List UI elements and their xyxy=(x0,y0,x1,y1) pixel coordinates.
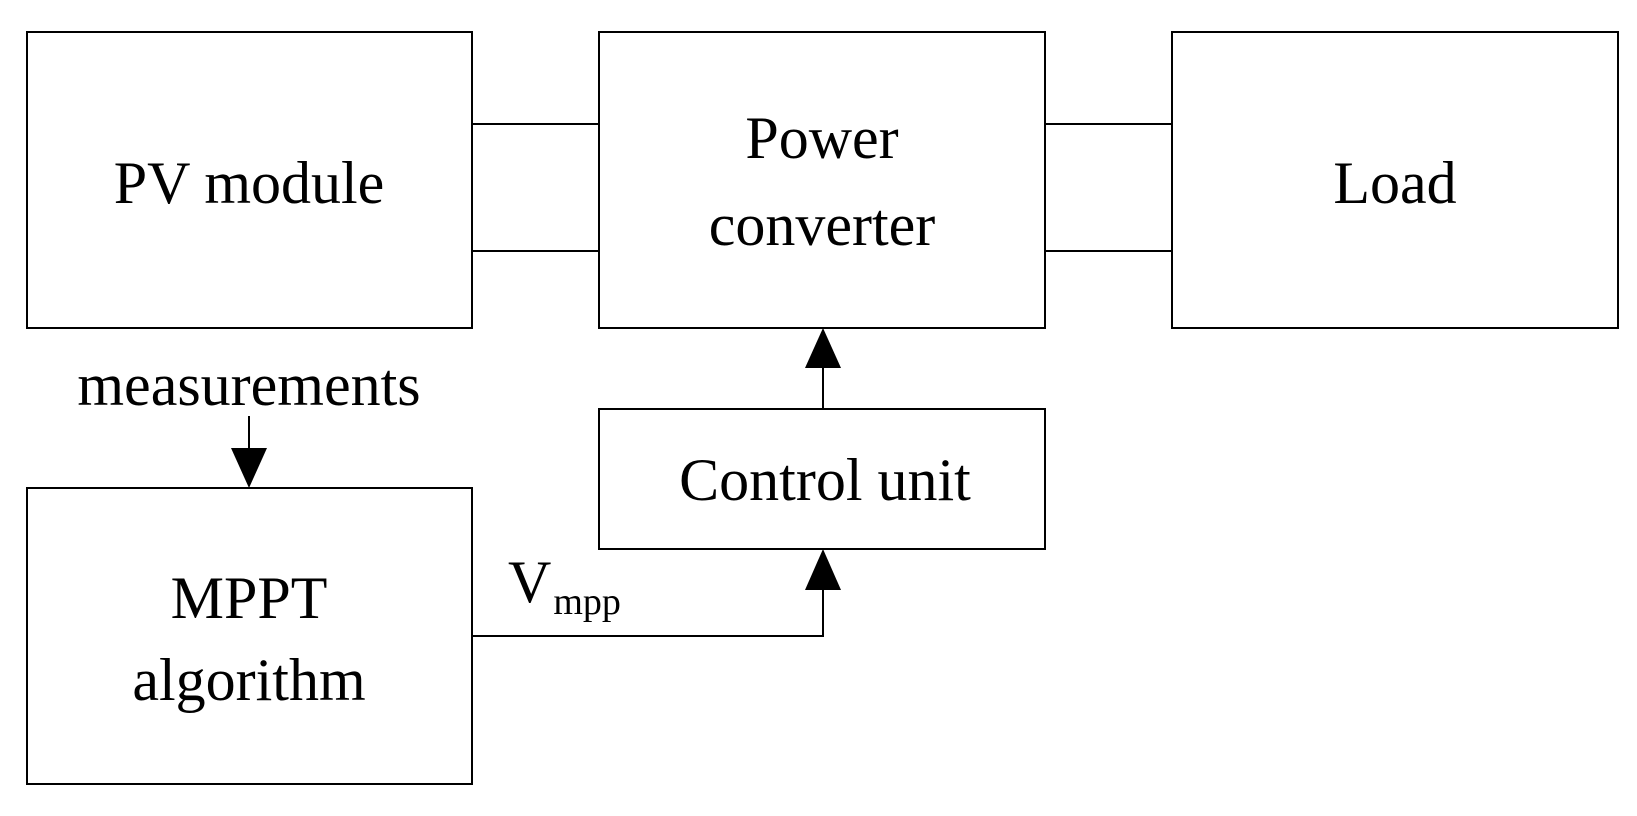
vmpp-arrowhead xyxy=(805,549,841,590)
vmpp-signal: Vmpp xyxy=(472,549,841,637)
measurements-arrowhead xyxy=(231,448,267,488)
mppt-algorithm-block: MPPT algorithm xyxy=(26,487,473,785)
control-to-converter-arrowhead xyxy=(805,328,841,368)
control-unit-label: Control unit xyxy=(679,447,971,513)
mppt-label-line1: MPPT xyxy=(171,565,328,631)
power-converter-label-line2: converter xyxy=(709,192,936,258)
power-converter-label-line1: Power xyxy=(745,105,898,171)
power-converter-box xyxy=(598,31,1046,329)
vmpp-line xyxy=(472,586,824,637)
load-box xyxy=(1171,31,1619,329)
control-unit-block: Control unit xyxy=(598,408,1046,550)
pv-module-label: PV module xyxy=(114,150,385,216)
pv-module-block: PV module xyxy=(26,31,473,329)
mppt-algorithm-box xyxy=(26,487,473,785)
load-label: Load xyxy=(1333,150,1456,216)
mppt-label-line2: algorithm xyxy=(132,647,365,713)
load-block: Load xyxy=(1171,31,1619,329)
vmpp-label-subscript: mpp xyxy=(553,581,621,623)
vmpp-label: Vmpp xyxy=(508,549,621,623)
control-to-converter-arrow xyxy=(805,328,841,409)
measurements-signal: measurements xyxy=(77,352,421,488)
vmpp-label-main: V xyxy=(508,549,551,615)
measurements-label: measurements xyxy=(77,352,420,418)
pv-module-box xyxy=(26,31,473,329)
power-converter-block: Power converter xyxy=(598,31,1046,329)
